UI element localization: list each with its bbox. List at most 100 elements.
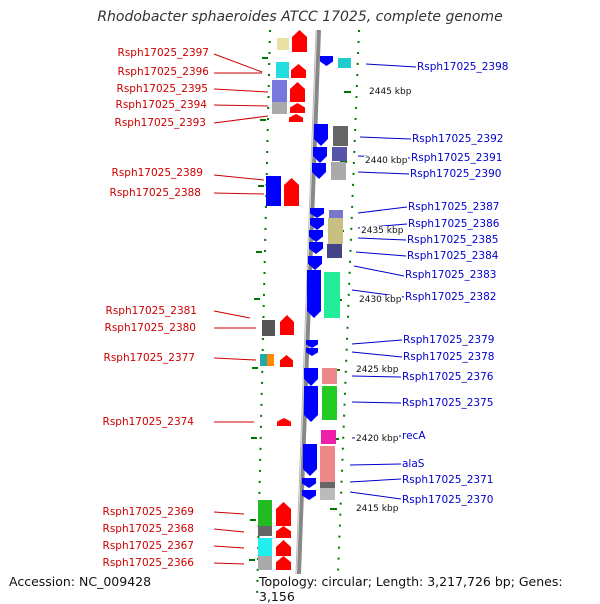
leader-line bbox=[213, 562, 245, 565]
left-gene-label: Rsph17025_2394 bbox=[115, 99, 207, 111]
annotation-box bbox=[320, 482, 335, 488]
reverse-gene-arrow bbox=[302, 490, 316, 500]
scale-label: 2445 kbp bbox=[368, 87, 413, 97]
right-gene-label: Rsph17025_2390 bbox=[410, 168, 502, 180]
annotation-box bbox=[277, 38, 289, 50]
leader-line bbox=[213, 511, 245, 515]
right-gene-label: Rsph17025_2387 bbox=[408, 201, 500, 213]
reverse-gene-arrow bbox=[306, 348, 318, 356]
left-gene-label: Rsph17025_2367 bbox=[102, 540, 194, 552]
annotation-box bbox=[338, 58, 351, 68]
annotation-box bbox=[322, 368, 337, 384]
forward-gene-arrow bbox=[276, 540, 291, 556]
annotation-box bbox=[262, 320, 275, 336]
forward-gene-arrow bbox=[292, 30, 307, 52]
annotation-box bbox=[321, 430, 336, 444]
forward-gene-arrow bbox=[290, 103, 305, 113]
forward-gene-arrow bbox=[277, 418, 291, 426]
reverse-gene-arrow bbox=[314, 124, 328, 146]
reverse-gene-arrow bbox=[302, 478, 316, 488]
leader-line bbox=[351, 339, 403, 345]
left-gene-label: Rsph17025_2369 bbox=[102, 506, 194, 518]
right-gene-label: Rsph17025_2378 bbox=[403, 351, 495, 363]
leader-line bbox=[359, 136, 412, 140]
annotation-box bbox=[272, 102, 287, 114]
annotation-box bbox=[332, 147, 347, 161]
scale-label: 2425 kbp bbox=[355, 365, 400, 375]
right-gene-label: Rsph17025_2398 bbox=[417, 61, 509, 73]
right-gene-label: alaS bbox=[402, 458, 425, 470]
forward-gene-arrow bbox=[290, 82, 305, 102]
reverse-gene-arrow bbox=[307, 270, 321, 318]
right-gene-label: Rsph17025_2371 bbox=[402, 474, 494, 486]
right-gene-label: recA bbox=[402, 430, 426, 442]
right-gene-label: Rsph17025_2383 bbox=[405, 269, 497, 281]
annotation-box bbox=[267, 354, 274, 366]
reverse-gene-arrow bbox=[303, 444, 317, 476]
leader-line bbox=[365, 63, 417, 68]
annotation-box bbox=[329, 210, 343, 218]
reverse-gene-arrow bbox=[320, 56, 333, 66]
right-gene-label: Rsph17025_2384 bbox=[407, 250, 499, 262]
reverse-gene-arrow bbox=[312, 163, 326, 179]
right-gene-label: Rsph17025_2385 bbox=[407, 234, 499, 246]
leader-line bbox=[213, 115, 269, 124]
topology-text: Topology: circular; Length: 3,217,726 bp… bbox=[259, 574, 600, 604]
annotation-box bbox=[258, 526, 272, 536]
right-gene-label: Rsph17025_2391 bbox=[411, 152, 503, 164]
left-gene-label: Rsph17025_2389 bbox=[111, 167, 203, 179]
reverse-gene-arrow bbox=[313, 147, 327, 163]
left-gene-label: Rsph17025_2380 bbox=[104, 322, 196, 334]
reverse-gene-arrow bbox=[306, 340, 318, 348]
forward-gene-arrow bbox=[291, 64, 306, 78]
left-gene-label: Rsph17025_2366 bbox=[102, 557, 194, 569]
right-gene-label: Rsph17025_2379 bbox=[403, 334, 495, 346]
reverse-gene-arrow bbox=[309, 230, 323, 242]
scale-label: 2415 kbp bbox=[355, 504, 400, 514]
right-gene-label: Rsph17025_2392 bbox=[412, 133, 504, 145]
annotation-box bbox=[320, 446, 335, 482]
forward-gene-arrow bbox=[276, 556, 291, 570]
annotation-box bbox=[258, 538, 272, 556]
leader-line bbox=[349, 478, 402, 483]
scale-label: 2420 kbp bbox=[355, 434, 400, 444]
leader-line bbox=[355, 251, 407, 257]
scale-label: 2440 kbp bbox=[364, 156, 409, 166]
guide-dots bbox=[336, 29, 360, 600]
left-gene-label: Rsph17025_2374 bbox=[102, 416, 194, 428]
leader-line bbox=[213, 357, 257, 361]
annotation-box bbox=[322, 386, 337, 420]
forward-gene-arrow bbox=[276, 502, 291, 526]
left-gene-label: Rsph17025_2368 bbox=[102, 523, 194, 535]
leader-line bbox=[351, 351, 403, 358]
annotation-box bbox=[260, 354, 267, 366]
reverse-gene-arrow bbox=[309, 242, 323, 254]
left-gene-label: Rsph17025_2388 bbox=[109, 187, 201, 199]
left-gene-label: Rsph17025_2381 bbox=[105, 305, 197, 317]
reverse-gene-arrow bbox=[308, 256, 322, 270]
leader-line bbox=[213, 192, 265, 195]
reverse-gene-arrow bbox=[304, 368, 318, 386]
annotation-box bbox=[324, 272, 340, 318]
leader-line bbox=[213, 104, 269, 107]
reverse-gene-arrow bbox=[310, 218, 324, 230]
leader-line bbox=[353, 265, 405, 277]
leader-line bbox=[357, 237, 407, 241]
annotation-box bbox=[333, 126, 348, 146]
annotation-box bbox=[331, 162, 346, 180]
reverse-gene-arrow bbox=[310, 208, 324, 218]
right-gene-label: Rsph17025_2375 bbox=[402, 397, 494, 409]
leader-line bbox=[213, 310, 251, 319]
leader-line bbox=[351, 401, 402, 404]
forward-gene-arrow bbox=[284, 178, 299, 206]
left-gene-label: Rsph17025_2397 bbox=[117, 47, 209, 59]
annotation-box bbox=[266, 176, 281, 206]
left-gene-label: Rsph17025_2395 bbox=[116, 83, 208, 95]
leader-line bbox=[351, 375, 402, 378]
forward-gene-arrow bbox=[280, 355, 293, 367]
right-gene-label: Rsph17025_2386 bbox=[408, 218, 500, 230]
right-gene-label: Rsph17025_2382 bbox=[405, 291, 497, 303]
annotation-box bbox=[276, 62, 289, 78]
